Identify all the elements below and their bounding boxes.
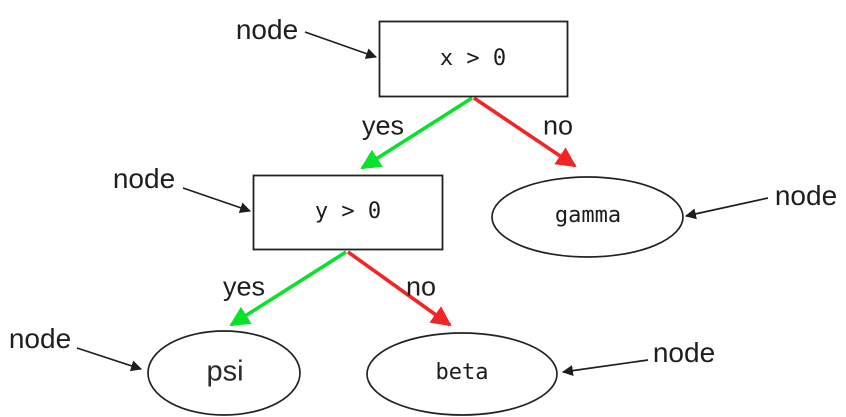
annotation-label-root: node	[235, 14, 299, 45]
yes-edge-root	[360, 96, 473, 170]
root-node-box	[378, 20, 569, 98]
gamma-node-ellipse	[491, 176, 684, 258]
annotation-arrow-psi	[76, 347, 143, 372]
psi-node-ellipse	[147, 330, 301, 416]
yes-edge-inner	[229, 250, 347, 327]
node-label-root: x > 0	[439, 46, 507, 71]
no-edge-inner	[346, 250, 452, 327]
annotation-arrow-inner	[182, 187, 252, 213]
edge-label-no-inner: no	[405, 271, 437, 302]
edge-label-yes-root: yes	[361, 110, 405, 141]
node-label-psi: psi	[206, 355, 244, 388]
beta-node-ellipse	[366, 332, 558, 416]
no-edge-root	[472, 96, 577, 168]
node-label-inner: y > 0	[314, 199, 382, 224]
annotation-arrow-beta	[561, 359, 649, 377]
annotation-arrow-gamma	[684, 197, 769, 220]
annotation-label-psi: node	[8, 323, 72, 354]
annotation-arrow-root	[304, 31, 378, 59]
annotation-label-inner: node	[112, 163, 176, 194]
annotation-label-gamma: node	[774, 180, 838, 211]
edge-label-no-root: no	[542, 110, 574, 141]
edge-label-yes-inner: yes	[222, 271, 266, 302]
node-label-beta: beta	[435, 360, 489, 385]
inner-node-box	[252, 174, 444, 251]
annotation-label-beta: node	[652, 337, 716, 368]
node-label-gamma: gamma	[554, 203, 622, 228]
